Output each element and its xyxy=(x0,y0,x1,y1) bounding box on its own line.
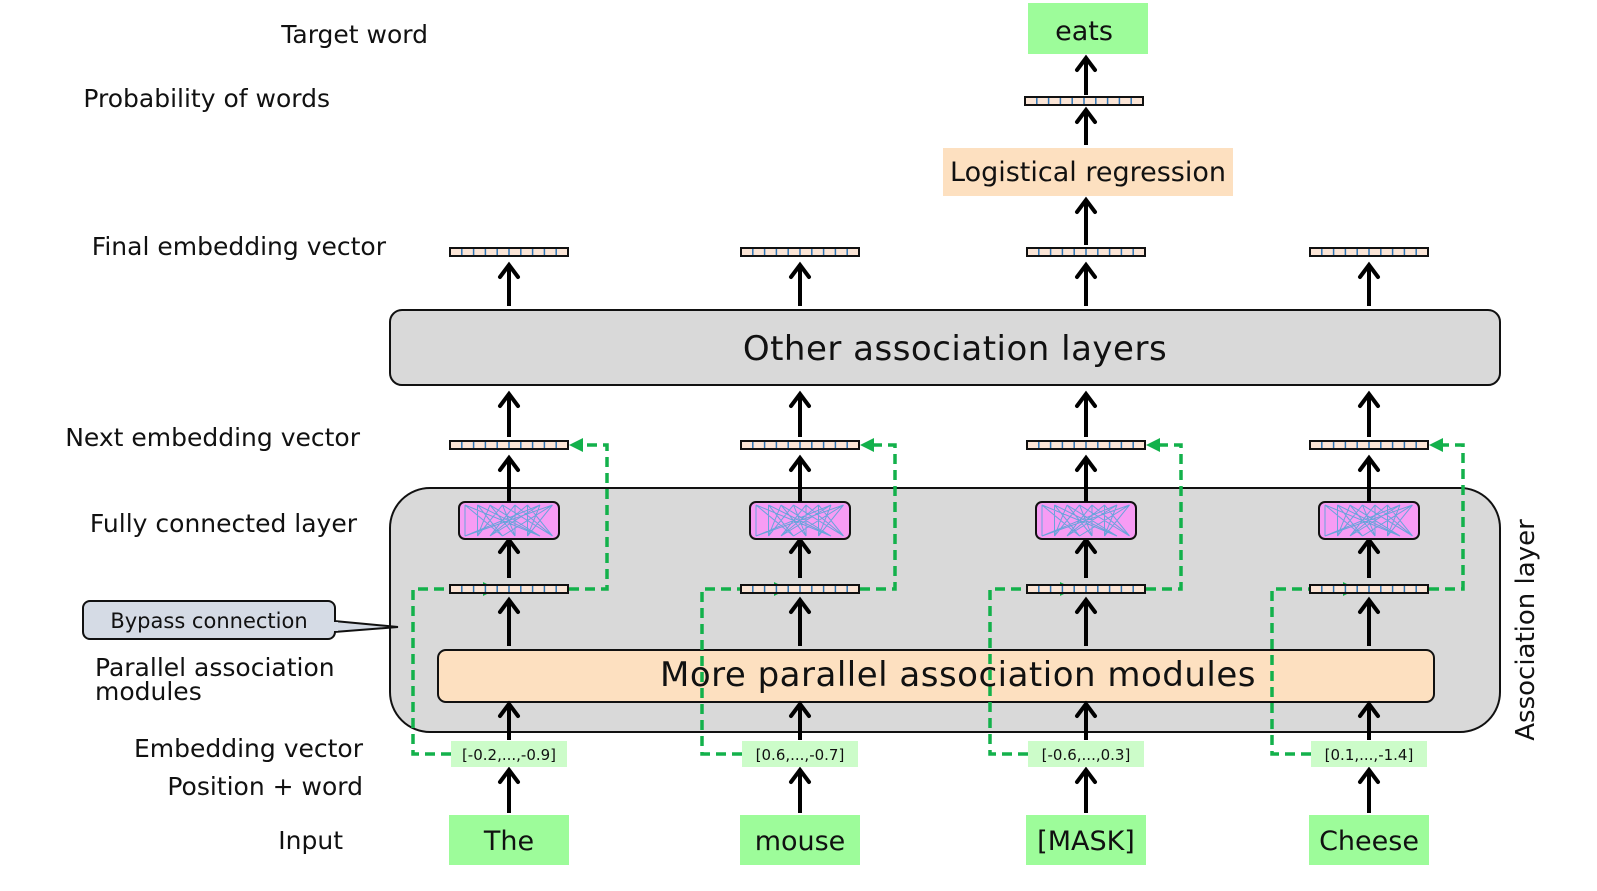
input-token-label: mouse xyxy=(755,826,846,857)
arrow-up xyxy=(1075,106,1097,145)
arrow-up xyxy=(498,454,520,502)
final-embedding-vector xyxy=(1309,247,1429,257)
label-embedding-vector: Embedding vector xyxy=(134,734,364,763)
fully-connected-layer xyxy=(749,501,851,540)
arrow-up xyxy=(1075,596,1097,646)
embedding-value-box xyxy=(451,741,567,767)
arrow-up xyxy=(789,766,811,813)
arrow-up xyxy=(789,596,811,646)
label-input: Input xyxy=(278,826,343,855)
arrow-up xyxy=(789,454,811,502)
arrow-up xyxy=(498,390,520,437)
arrow-up xyxy=(498,261,520,306)
fully-connected-layer xyxy=(458,501,560,540)
arrow-up xyxy=(1075,454,1097,502)
next-embedding-vector xyxy=(1026,440,1146,450)
next-embedding-vector xyxy=(740,440,860,450)
label-next-embedding-vector: Next embedding vector xyxy=(65,423,361,452)
arrow-up xyxy=(789,261,811,306)
arrow-up xyxy=(498,596,520,646)
embedding-value-label: [-0.2,...,-0.9] xyxy=(462,746,556,764)
arrow-up xyxy=(1358,390,1380,437)
input-token-box xyxy=(449,815,569,865)
arrow-up xyxy=(1075,196,1097,245)
arrow-up xyxy=(498,700,520,740)
label-position-plus-word: Position + word xyxy=(167,772,363,801)
embedding-vector xyxy=(1309,584,1429,594)
label-parallel-modules-2: modules xyxy=(95,677,202,706)
embedding-vector xyxy=(449,584,569,594)
label-fully-connected-layer: Fully connected layer xyxy=(90,509,358,538)
input-token-box xyxy=(1309,815,1429,865)
arrow-up xyxy=(1358,596,1380,646)
final-embedding-vector xyxy=(740,247,860,257)
logistical-regression-box xyxy=(943,148,1233,196)
arrow-up xyxy=(1358,454,1380,502)
target-word-label: eats xyxy=(1055,16,1113,47)
arrow-up xyxy=(1075,390,1097,437)
input-token-box xyxy=(1026,815,1146,865)
input-token-label: Cheese xyxy=(1319,826,1419,857)
label-parallel-modules-1: Parallel association xyxy=(95,653,335,682)
bypass-connection-label: Bypass connection xyxy=(110,609,307,633)
embedding-value-label: [-0.6,...,0.3] xyxy=(1042,746,1131,764)
fully-connected-layer xyxy=(1035,501,1137,540)
embedding-value-label: [0.1,...,-1.4] xyxy=(1325,746,1414,764)
arrow-up xyxy=(1075,54,1097,95)
embedding-value-box xyxy=(742,741,858,767)
arrow-up xyxy=(1358,766,1380,813)
label-probability-of-words: Probability of words xyxy=(83,84,330,113)
other-association-layers-box xyxy=(389,309,1501,386)
logistical-regression-label: Logistical regression xyxy=(950,157,1226,188)
embedding-value-box xyxy=(1028,741,1144,767)
parallel-modules-box xyxy=(437,649,1435,703)
other-association-layers-label: Other association layers xyxy=(743,329,1167,369)
embedding-vector xyxy=(740,584,860,594)
input-token-label: [MASK] xyxy=(1037,826,1135,857)
label-target-word: Target word xyxy=(280,20,428,49)
arrow-up xyxy=(1075,261,1097,306)
embedding-vector xyxy=(1026,584,1146,594)
final-embedding-vector xyxy=(1026,247,1146,257)
association-layer-label: Association layer xyxy=(1511,519,1541,741)
embedding-value-box xyxy=(1311,741,1427,767)
fully-connected-layer xyxy=(1318,501,1420,540)
arrow-up xyxy=(1358,261,1380,306)
arrow-up xyxy=(789,390,811,437)
target-word-box xyxy=(1028,3,1148,54)
arrow-up xyxy=(1358,700,1380,740)
label-final-embedding-vector: Final embedding vector xyxy=(92,232,387,261)
parallel-modules-label: More parallel association modules xyxy=(660,655,1256,695)
input-token-box xyxy=(740,815,860,865)
arrow-up xyxy=(498,766,520,813)
final-embedding-vector xyxy=(449,247,569,257)
next-embedding-vector xyxy=(449,440,569,450)
probability-vector xyxy=(1024,96,1144,106)
bypass-callout: Bypass connection xyxy=(82,600,399,640)
arrow-up xyxy=(789,700,811,740)
embedding-value-label: [0.6,...,-0.7] xyxy=(756,746,845,764)
next-embedding-vector xyxy=(1309,440,1429,450)
input-token-label: The xyxy=(483,826,534,857)
arrow-up xyxy=(1075,700,1097,740)
arrow-up xyxy=(1075,766,1097,813)
